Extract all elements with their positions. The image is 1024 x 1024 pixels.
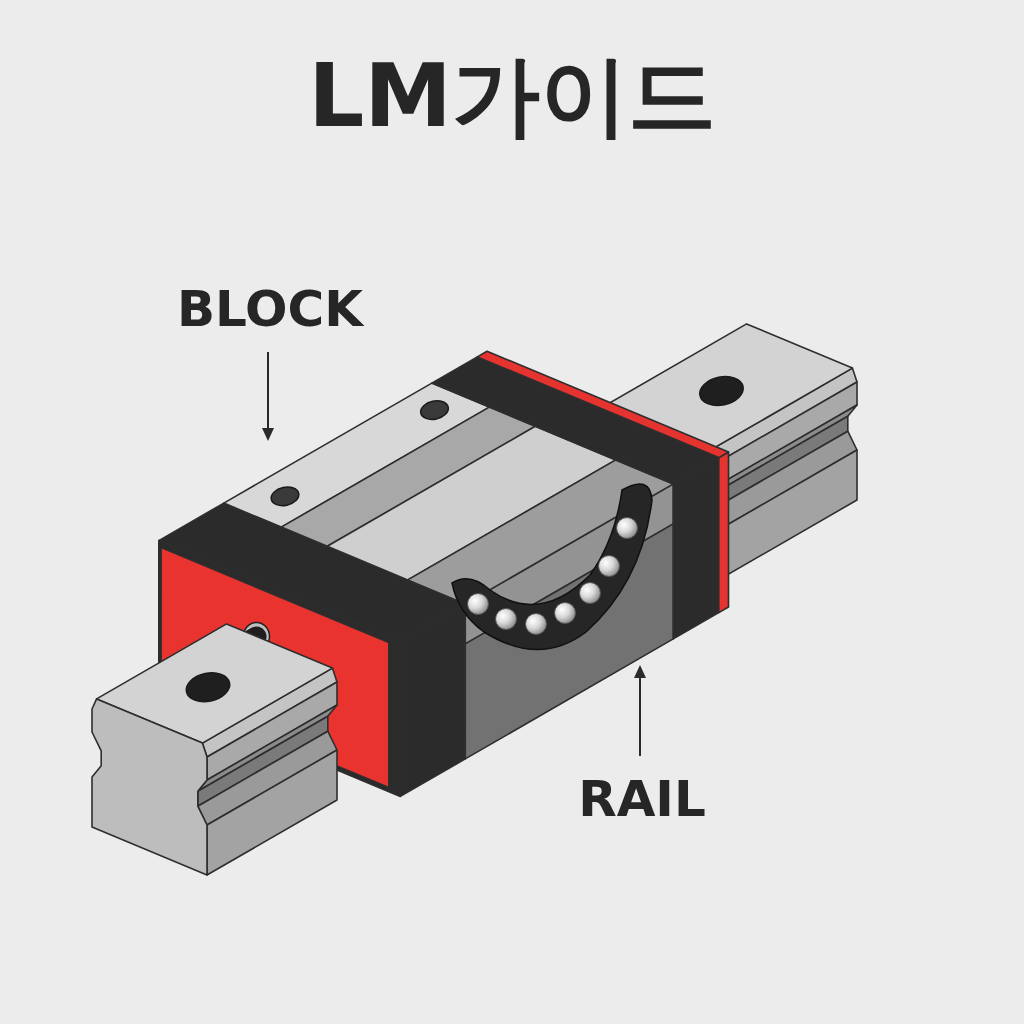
block-top-band <box>408 460 674 604</box>
rail-side-face <box>207 750 337 875</box>
rail-leader <box>639 676 641 756</box>
end-seal-top <box>477 351 728 457</box>
rail-mounting-hole <box>697 373 746 410</box>
steel-ball <box>468 594 489 615</box>
steel-ball <box>555 603 576 624</box>
rail-arrowhead <box>634 665 646 678</box>
steel-ball <box>617 518 638 539</box>
title: LM가이드 <box>0 48 1024 145</box>
steel-ball <box>526 614 547 635</box>
block-tapped-hole <box>419 398 450 421</box>
rail-mounting-hole <box>184 669 233 706</box>
steel-ball <box>580 583 601 604</box>
ball-cutaway <box>452 484 652 650</box>
steel-ball <box>496 609 517 630</box>
end-cap-side <box>673 458 719 639</box>
leader-lines <box>262 352 646 756</box>
steel-ball <box>599 556 620 577</box>
block-tapped-hole <box>269 485 300 508</box>
block-leader <box>267 352 269 430</box>
block-arrowhead <box>262 428 274 441</box>
end-cap-top <box>432 357 719 484</box>
rail-end-face <box>92 699 207 875</box>
part-label: BLOCK <box>177 282 363 337</box>
end-seal-side <box>719 452 729 613</box>
part-label: RAIL <box>578 772 706 827</box>
rail-and-block <box>92 324 857 875</box>
